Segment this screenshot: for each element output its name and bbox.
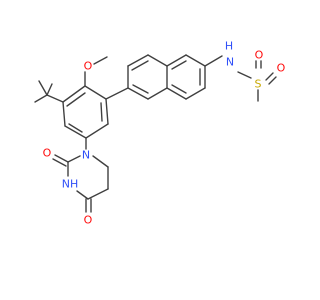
bond [185, 54, 206, 67]
bond [185, 87, 206, 100]
bond [105, 87, 129, 100]
bond [84, 85, 107, 100]
bond [265, 72, 274, 81]
bond [64, 125, 87, 139]
sulfonyl-oxygen-left-label: O [255, 49, 264, 62]
ring-nitrogen-label: N [82, 149, 90, 162]
bond [237, 71, 252, 79]
methoxy-oxygen-label: O [84, 60, 93, 73]
bond-layer [34, 54, 277, 213]
bond [46, 83, 53, 96]
bond [171, 84, 187, 94]
bond [92, 155, 109, 168]
bond [171, 60, 187, 70]
bond [46, 94, 64, 103]
sulfonamide-hydrogen-label: H [225, 40, 233, 53]
carbonyl-oxygen-lower-label: O [84, 214, 93, 227]
molecule-canvas: O N NH O O N H S O O [34, 39, 286, 227]
sulfur-label: S [255, 78, 262, 91]
bond [147, 54, 168, 67]
bond [132, 84, 149, 94]
bond [204, 55, 223, 67]
bond [85, 123, 109, 139]
bond [66, 92, 86, 107]
atom-label-layer: O N NH O O N H S O O [43, 40, 286, 227]
bond [54, 154, 69, 163]
bond [127, 87, 149, 100]
bond [62, 85, 86, 103]
bond [127, 54, 149, 67]
bond [34, 94, 48, 103]
sulfonyl-oxygen-right-label: O [277, 62, 286, 75]
sulfonamide-nitrogen-label: N [226, 56, 234, 69]
bond [100, 102, 103, 122]
bond [76, 190, 89, 200]
bond [52, 158, 67, 167]
bond [131, 60, 149, 71]
bond [87, 188, 109, 200]
bond [268, 76, 277, 85]
bond [147, 87, 168, 100]
molecule-structure: O N NH O O N H S O O [34, 40, 286, 227]
bond [68, 123, 83, 133]
ring-nh-label: NH [62, 178, 79, 191]
bond [166, 54, 187, 67]
bond [67, 155, 81, 163]
bond [105, 98, 109, 125]
bond [62, 101, 66, 127]
bond [166, 87, 187, 100]
bond [38, 80, 48, 96]
carbonyl-oxygen-upper-label: O [43, 147, 52, 160]
bond [93, 56, 108, 65]
